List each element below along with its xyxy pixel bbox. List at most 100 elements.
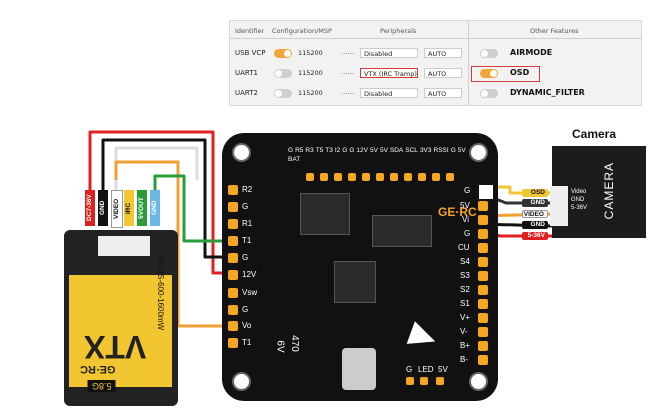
pad (478, 243, 488, 253)
vtx-label-sticker (69, 275, 172, 387)
pad (478, 201, 488, 211)
baud-select[interactable]: 115200 (298, 89, 323, 97)
osd-chip (372, 215, 432, 247)
pad-label-s1: S1 (460, 299, 470, 308)
camera-label: CAMERA (602, 162, 616, 220)
top-label: G (288, 147, 294, 154)
pad-label-g: G (242, 253, 249, 262)
vtx-brand: GE·RC (80, 363, 116, 375)
top-pad-labels: G R5 R3 T5 T3 I2 G G 12V 5V 5V SDA SCL 3… (288, 147, 466, 163)
bottom-label-led: LED (418, 365, 434, 374)
top-label: G (342, 147, 348, 154)
pad-label-t1: T1 (242, 338, 252, 347)
port-row-usb-vcp: USB VCP 115200 ...... Disabled AUTO (230, 45, 468, 63)
dots: ...... (341, 48, 355, 56)
camera-title: Camera (572, 127, 617, 141)
top-label: 5V (457, 147, 466, 154)
msp-toggle[interactable] (274, 89, 292, 98)
osd-highlight-box (471, 66, 540, 82)
top-label: T5 (315, 147, 324, 154)
port-row-uart1: UART1 115200 ...... VTX (IRC Tramp) AUTO (230, 65, 468, 83)
vtx-title: VTX (84, 329, 147, 365)
pad-label-v-minus: V- (460, 327, 468, 336)
board-brand: GE·RC (438, 205, 477, 219)
pad-label-b-minus: B- (460, 355, 468, 364)
peripheral-select[interactable]: Disabled (360, 88, 418, 98)
pad-label-s4: S4 (460, 257, 470, 266)
vtx-wire-power: DC7-36V (85, 190, 95, 226)
top-label: SDA (389, 147, 404, 154)
dots: ...... (341, 68, 355, 76)
feature-osd: OSD (476, 65, 636, 83)
feature-label: DYNAMIC_FILTER (510, 88, 585, 97)
mount-hole (469, 143, 488, 162)
msp-toggle[interactable] (274, 49, 292, 58)
bottom-label-g: G (406, 365, 413, 374)
pad (228, 321, 238, 331)
wire-red-12v (88, 130, 236, 275)
pad (478, 285, 488, 295)
pad-label-t1: T1 (242, 236, 252, 245)
bottom-label-5v: 5V (438, 365, 448, 374)
pad (478, 299, 488, 309)
camera-pin-video: Video (571, 189, 587, 195)
header-other-features: Other Features (530, 27, 579, 35)
wire-black-gnd (101, 138, 236, 259)
header-configuration: Configuration/MSP (272, 27, 332, 35)
pad-label-cu: CU (458, 243, 470, 252)
top-label: 5V (370, 147, 378, 154)
top-label: 12V (356, 147, 368, 154)
vtx-model-text: PIL-2S-600-1600mW (156, 255, 165, 331)
pad (478, 313, 488, 323)
direction-arrow (406, 321, 440, 353)
pad (228, 202, 238, 212)
top-pads (306, 173, 476, 181)
peripheral-baud-select[interactable]: AUTO (424, 68, 462, 78)
vtx-wire-video: VIDEO (111, 190, 123, 228)
dynamic-filter-toggle[interactable] (480, 89, 498, 98)
header-peripherals: Peripherals (380, 27, 417, 35)
pad-label-r1: R1 (242, 219, 253, 228)
feature-airmode: AIRMODE (476, 45, 636, 63)
top-label: T3 (325, 147, 333, 154)
peripheral-baud-select[interactable]: AUTO (424, 88, 462, 98)
pad-label-vsw: Vsw (242, 288, 258, 297)
pad (228, 338, 238, 348)
camera-connector-header (478, 184, 494, 200)
pad-label-12v: 12V (242, 270, 257, 279)
top-label: 3V3 (419, 147, 432, 154)
capacitor-label-2: 6V (274, 340, 286, 353)
pad (228, 288, 238, 298)
ports-config-table: Identifier Configuration/MSP Peripherals… (229, 20, 642, 106)
pad-label-g: G (464, 186, 471, 195)
baud-select[interactable]: 115200 (298, 69, 323, 77)
pad-label-vo: Vo (242, 321, 252, 330)
top-label: G (349, 147, 355, 154)
msp-toggle[interactable] (274, 69, 292, 78)
pad (228, 219, 238, 229)
wire-green-t1 (153, 174, 236, 243)
pad-label-g: G (464, 229, 471, 238)
airmode-toggle[interactable] (480, 49, 498, 58)
pad (478, 257, 488, 267)
peripheral-select[interactable]: Disabled (360, 48, 418, 58)
top-label: G (450, 147, 456, 154)
pad (228, 305, 238, 315)
dots: ...... (341, 88, 355, 96)
pad (478, 327, 488, 337)
pad-label-g: G (242, 202, 249, 211)
peripheral-select-highlighted[interactable]: VTX (IRC Tramp) (360, 68, 418, 78)
cam-tag-osd: OSD (522, 189, 548, 197)
peripheral-baud-select[interactable]: AUTO (424, 48, 462, 58)
port-identifier: UART2 (235, 89, 258, 97)
camera-pin-gnd: GND (571, 197, 585, 203)
pad-label-s3: S3 (460, 271, 470, 280)
osd-toggle[interactable] (480, 69, 498, 78)
pad-label-5v: 5V (460, 201, 470, 210)
wire-orange-vo (114, 160, 236, 328)
pad-label-b-plus: B+ (460, 341, 471, 350)
baud-select[interactable]: 115200 (298, 49, 323, 57)
top-label: 5V (379, 147, 388, 154)
port-row-uart2: UART2 115200 ...... Disabled AUTO (230, 85, 468, 103)
pad (228, 236, 238, 246)
